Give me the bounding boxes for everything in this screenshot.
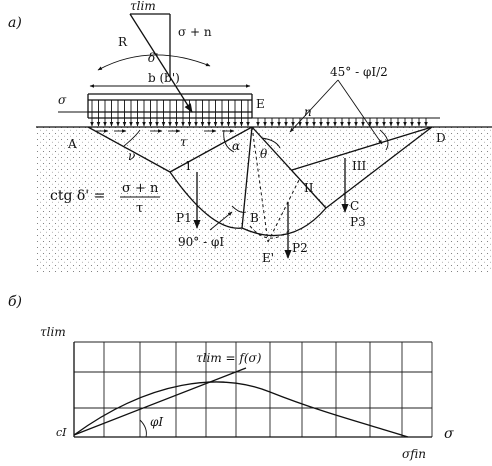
panel-b: б) τlim σ τlim = f(σ) cI φI σfin: [8, 294, 454, 461]
angle-top-arc: [379, 129, 389, 151]
y-axis-label: τlim: [40, 325, 66, 339]
zone-II-label: II: [304, 181, 314, 195]
foundation-load: [87, 93, 253, 127]
point-C-label: C: [350, 199, 359, 213]
slip-surface: [87, 126, 433, 243]
grid-b: [73, 341, 433, 438]
sigma-plus-n-label: σ + n: [178, 25, 212, 39]
c-label: cI: [56, 426, 67, 439]
weight-P3-label: P3: [350, 215, 366, 229]
formula-lhs: ctg δ' =: [50, 188, 105, 204]
sigma-fin-label: σfin: [402, 447, 426, 461]
angle-bottom-arc: [231, 205, 247, 213]
weight-P1-label: P1: [176, 211, 192, 225]
strength-line: [73, 367, 247, 436]
panel-b-label: б): [8, 294, 22, 310]
sigma-load-label: σ: [58, 93, 67, 107]
point-D-label: D: [436, 131, 446, 145]
x-axis-label: σ: [444, 426, 454, 442]
angle-bottom-pointer: [209, 211, 233, 231]
angle-top-label: 45° - φI/2: [330, 65, 388, 79]
curve-label: τlim = f(σ): [196, 351, 262, 365]
point-B-label: B: [250, 211, 259, 225]
formula-numerator: σ + n: [122, 181, 159, 196]
surcharge-arrows: [256, 118, 428, 127]
zone-III-label: III: [352, 159, 366, 173]
weight-P2-label: P2: [292, 241, 308, 255]
angle-top-pointer-2: [337, 79, 383, 145]
angle-alpha-arc: [223, 129, 235, 153]
force-triangle: [97, 13, 211, 113]
phi-label: φI: [150, 415, 163, 429]
delta-label: δ': [148, 51, 159, 65]
angle-alpha-label: α: [232, 139, 240, 153]
angle-nu-arc: [123, 129, 141, 147]
angle-nu-label: ν: [128, 149, 135, 163]
zone-I-label: I: [186, 159, 191, 173]
phi-angle-arc: [139, 419, 147, 438]
dimension-b-label: b (b'): [148, 71, 180, 85]
angle-bottom-label: 90° - φI: [178, 235, 224, 249]
formula-denominator: τ: [136, 201, 143, 216]
panel-a: а) b (b') τlim R: [8, 0, 492, 272]
soil-region: [36, 127, 492, 272]
tau-lim-label: τlim: [130, 0, 156, 13]
strength-envelope-curve: [73, 381, 409, 438]
point-E-label: E: [256, 97, 265, 111]
angle-theta-arc: [261, 137, 281, 149]
foundation-load-arrows: [90, 100, 250, 127]
tau-base-label: τ: [180, 135, 187, 149]
panel-a-label: а): [8, 15, 22, 31]
ctg-formula: ctg δ' = σ + n τ: [50, 181, 160, 216]
angle-theta-label: θ: [260, 147, 268, 161]
point-A-label: A: [67, 137, 77, 151]
point-E-prime-label: E': [262, 251, 274, 265]
angle-top-pointer-1: [289, 79, 339, 133]
resultant-R-label: R: [118, 35, 128, 49]
